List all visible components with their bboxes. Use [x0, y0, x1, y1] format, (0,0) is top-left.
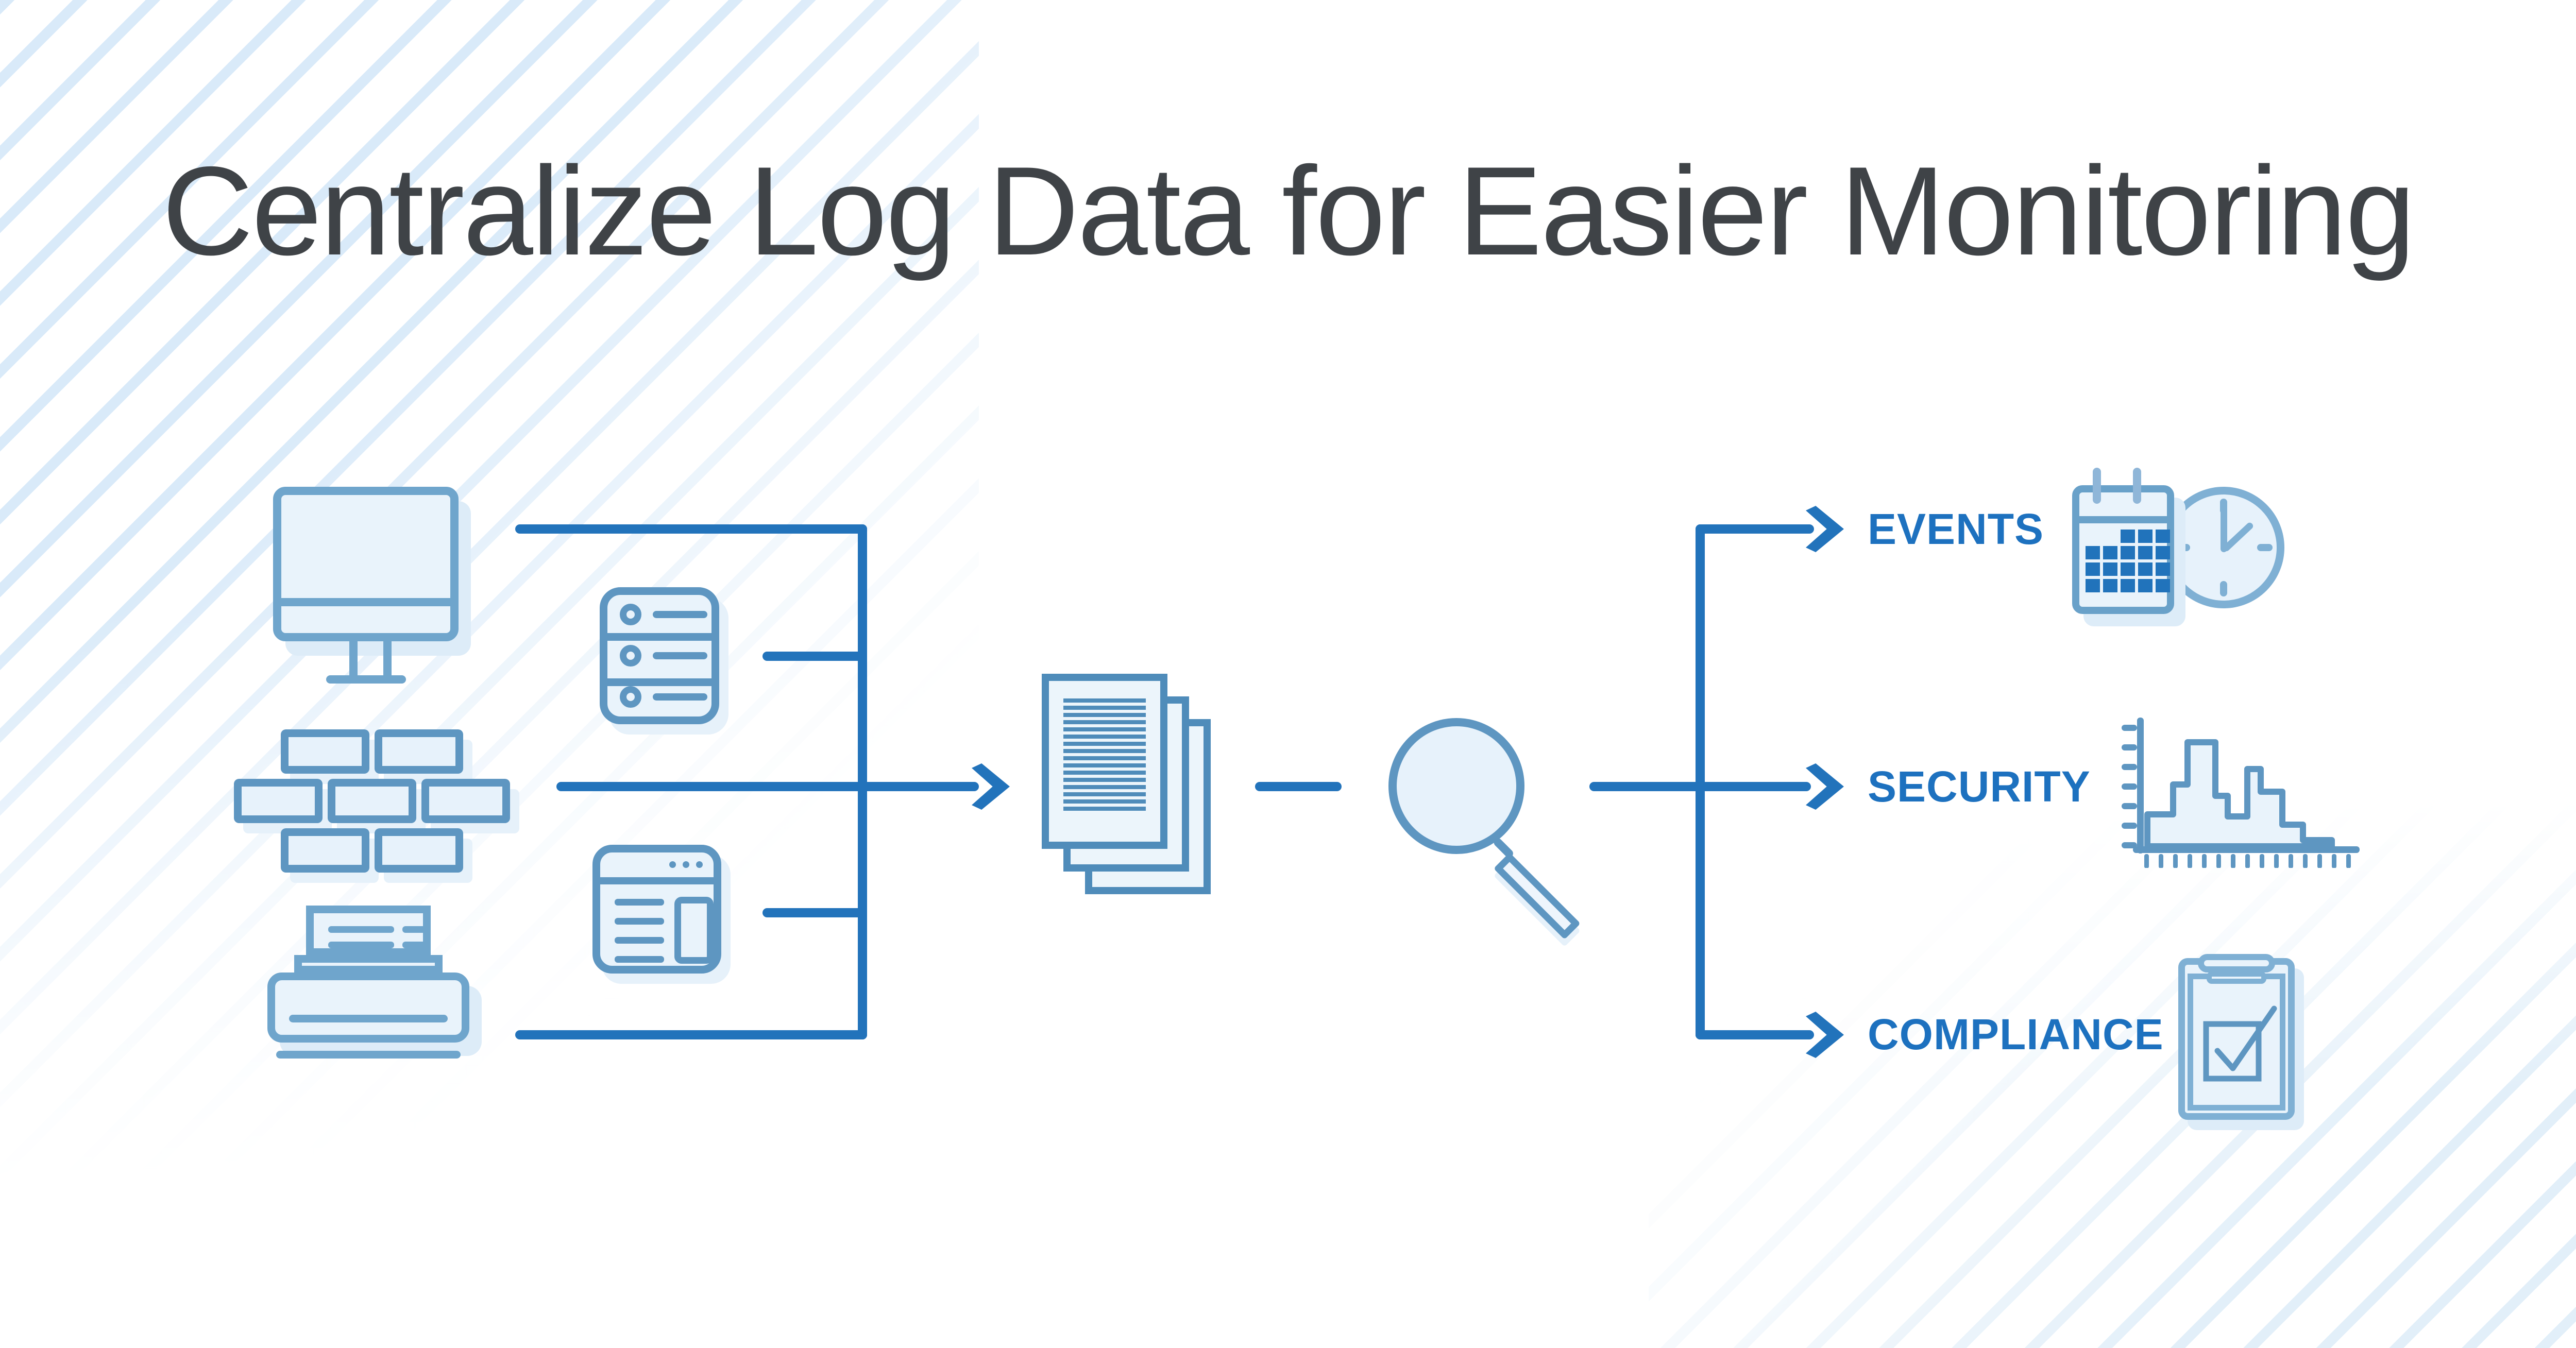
printer-paper	[306, 906, 431, 956]
log-documents-icon	[1042, 674, 1217, 900]
security-area-chart-icon	[2122, 718, 2360, 868]
document-text-lines	[1063, 698, 1146, 813]
monitor-stand-left	[349, 639, 358, 678]
printer-body	[267, 972, 469, 1043]
monitor-bezel	[281, 598, 450, 606]
browser-panel	[674, 897, 714, 964]
connector-server-line	[762, 652, 867, 661]
magnifier-lens	[1388, 718, 1524, 854]
monitor-stand-right	[383, 639, 392, 678]
document-page-front	[1042, 674, 1167, 849]
branch-compliance-line	[1696, 1030, 1814, 1039]
arrow-security-icon	[1806, 763, 1844, 810]
desktop-monitor-icon	[273, 487, 479, 693]
calendar-grid	[2086, 530, 2170, 592]
connector-documents-magnifier-line	[1255, 782, 1342, 791]
connector-printer-line	[515, 1030, 867, 1039]
printer-base	[276, 1051, 461, 1059]
printer-icon	[267, 906, 484, 1065]
magnifier-icon	[1388, 718, 1605, 940]
monitor-screen	[273, 487, 459, 641]
label-security: SECURITY	[1868, 762, 2091, 811]
clipboard-clip-bottom	[2207, 971, 2266, 984]
connector-monitor-line	[515, 524, 867, 534]
calendar-header-line	[2078, 516, 2168, 523]
clipboard-clip-top	[2198, 954, 2275, 972]
server-icon	[600, 587, 719, 724]
label-compliance: COMPLIANCE	[1868, 1010, 2164, 1059]
collector-bar-left	[858, 524, 867, 1039]
calendar-post-right	[2133, 468, 2141, 504]
connector-browser-line	[762, 908, 867, 917]
web-app-window-icon	[592, 845, 721, 974]
connector-firewall-line	[556, 782, 979, 791]
browser-topbar	[599, 877, 715, 884]
distributor-bar-right	[1696, 524, 1705, 1039]
page-title: Centralize Log Data for Easier Monitorin…	[162, 140, 2416, 281]
clipboard-check-icon	[2178, 954, 2295, 1120]
printer-slot	[289, 1015, 448, 1022]
monitor-base	[326, 675, 406, 684]
branch-events-line	[1696, 524, 1814, 534]
clock-icon	[2163, 487, 2284, 608]
calendar-post-left	[2093, 468, 2101, 504]
magnifier-handle	[1493, 852, 1581, 940]
printer-tray	[294, 955, 443, 974]
checkbox-checkmark	[2203, 1005, 2277, 1082]
label-events: EVENTS	[1868, 505, 2044, 553]
firewall-bricks-icon	[234, 729, 510, 873]
calendar-icon	[2072, 485, 2174, 614]
clock-minute-hand	[2221, 506, 2227, 552]
